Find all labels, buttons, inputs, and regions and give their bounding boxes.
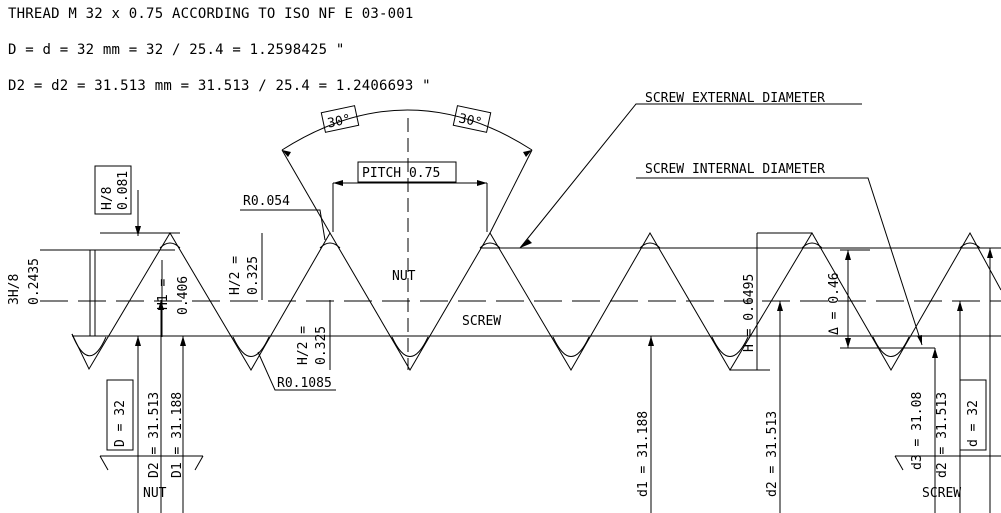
big-d-label: D = 32 (113, 400, 128, 447)
d2-right-label: d2 = 31.513 (935, 392, 950, 478)
screw-label: SCREW (462, 314, 501, 329)
d2-left-label: D2 = 31.513 (147, 392, 162, 478)
h3-8-label: 3H/8 (7, 274, 22, 305)
diameter-formula: D = d = 32 mm = 32 / 25.4 = 1.2598425 " (8, 42, 345, 58)
screw-external-label: SCREW EXTERNAL DIAMETER (645, 91, 825, 106)
d1-mid-label: d1 = 31.188 (636, 411, 651, 497)
pitch-diameter-formula: D2 = d2 = 31.513 mm = 31.513 / 25.4 = 1.… (8, 78, 431, 94)
pitch-label: PITCH 0.75 (362, 166, 440, 181)
crest-root-arcs (71, 242, 981, 357)
external-diameter-leader (519, 103, 862, 249)
thread-profile (71, 231, 1001, 372)
h3-8-value: 0.2435 (27, 258, 42, 305)
h8-label: H/8 (100, 187, 115, 210)
internal-diameter-leader (636, 177, 923, 346)
h8-box (94, 165, 132, 215)
title-line: THREAD M 32 x 0.75 ACCORDING TO ISO NF E… (8, 6, 414, 22)
d1-left-label: D1 = 31.188 (170, 392, 185, 478)
h1-label: H1 = (156, 279, 171, 310)
small-d-box (959, 379, 987, 451)
h1-value: 0.406 (176, 276, 191, 315)
angle-right-box (452, 105, 492, 133)
h2-top-value: 0.325 (246, 256, 261, 295)
d2-mid-label: d2 = 31.513 (765, 411, 780, 497)
angle-left-box (320, 105, 360, 133)
h2-bottom-value: 0.325 (314, 326, 329, 365)
pitch-box (357, 161, 457, 183)
delta-label: Δ = 0.46 (827, 272, 842, 335)
root-radius-label: R0.1085 (277, 376, 332, 391)
nut-label: NUT (392, 269, 416, 284)
screw-bottom-label: SCREW (922, 486, 961, 501)
big-d-box (106, 379, 134, 451)
angle-arc (281, 109, 533, 151)
h8-value: 0.081 (116, 171, 131, 210)
d3-right-label: d3 = 31.08 (910, 392, 925, 470)
h-full-label: H = 0.6495 (742, 274, 757, 352)
angle-right-label: 30° (457, 111, 483, 131)
nut-bottom-label: NUT (143, 486, 167, 501)
arrowheads (135, 150, 993, 358)
angle-left-label: 30° (326, 112, 352, 132)
h2-bottom-label: H/2 = (296, 326, 311, 365)
h2-top-label: H/2 = (228, 256, 243, 295)
screw-internal-label: SCREW INTERNAL DIAMETER (645, 162, 825, 177)
small-d-label: d = 32 (966, 400, 981, 447)
crest-radius-label: R0.054 (243, 194, 290, 209)
